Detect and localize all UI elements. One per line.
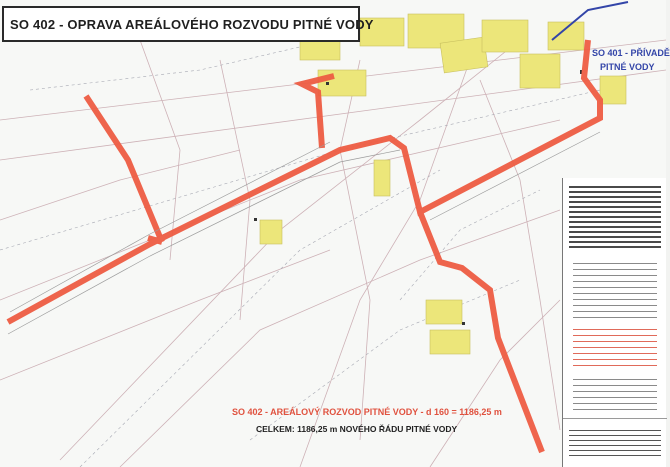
so402-length-label: SO 402 - AREÁLOVÝ ROZVOD PITNÉ VODY - d … [232,407,502,417]
legend-text-block-red [573,326,657,366]
legend-text-block-2 [573,374,657,410]
so401-label-line1: SO 401 - PŘÍVADĚ [592,48,670,58]
legend-table-dark [569,184,661,248]
so401-route [551,1,629,41]
drawing-title: SO 402 - OPRAVA AREÁLOVÉHO ROZVODU PITNÉ… [10,17,374,32]
legend-title-block [562,178,667,467]
legend-divider [563,418,667,419]
buildings [259,13,627,355]
title-box: SO 402 - OPRAVA AREÁLOVÉHO ROZVODU PITNÉ… [2,6,373,42]
so401-label-line2: PITNÉ VODY [600,62,655,72]
road-lines [7,131,601,335]
map-markers [254,70,582,325]
total-length-label: CELKEM: 1186,25 m NOVÉHO ŘÁDU PITNÉ VODY [256,424,458,434]
legend-text-block-1 [573,262,657,318]
so402-water-pipe [6,39,603,454]
cadastral-base-lines [0,39,667,467]
legend-stamp-block [569,426,661,456]
